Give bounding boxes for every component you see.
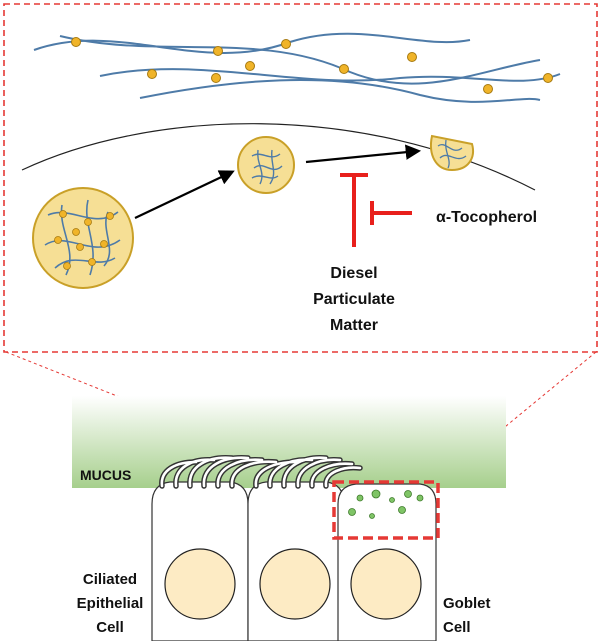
exocytosing-granule xyxy=(430,134,474,172)
tocopherol-inhibition-symbol xyxy=(370,201,412,225)
zoom-inset: α-Tocopherol Diesel Particulate Matter xyxy=(3,3,598,353)
secreted-mucin-network xyxy=(33,32,561,103)
ciliated-label-line1: Ciliated xyxy=(83,571,137,588)
condensed-mucin-granule xyxy=(237,136,295,194)
arrow-condensed-to-membrane xyxy=(305,144,422,164)
large-mucin-granule xyxy=(32,187,134,289)
mucus-layer xyxy=(72,396,506,488)
mucin-bead xyxy=(211,73,221,83)
mucin-bead xyxy=(147,69,157,79)
mucin-bead xyxy=(483,84,493,94)
epithelium: MUCUS xyxy=(72,396,506,641)
ciliated-cell-2 xyxy=(247,481,345,641)
mucin-strand xyxy=(99,68,561,82)
mucin-bead xyxy=(245,61,255,71)
cilia-highlight xyxy=(160,456,362,488)
goblet-granules xyxy=(348,489,424,519)
nucleus xyxy=(350,548,422,620)
ciliated-label-line2: Epithelial xyxy=(77,595,144,612)
nucleus xyxy=(164,548,236,620)
mucin-bead xyxy=(543,73,553,83)
dpm-label-line3: Matter xyxy=(330,317,378,334)
mucin-bead xyxy=(281,39,291,49)
zoom-source-box xyxy=(332,480,440,540)
nucleus xyxy=(259,548,331,620)
mucin-bead xyxy=(339,64,349,74)
dpm-inhibition-symbol xyxy=(340,173,368,247)
goblet-cell xyxy=(337,483,437,641)
goblet-label-line1: Goblet xyxy=(443,595,491,612)
mucin-bead xyxy=(213,46,223,56)
mucus-label: MUCUS xyxy=(80,467,131,483)
ciliated-cell-1 xyxy=(151,481,249,641)
dpm-label-line2: Particulate xyxy=(313,291,395,308)
goblet-label-line2: Cell xyxy=(443,619,471,636)
dpm-label-line1: Diesel xyxy=(330,265,377,282)
mucin-bead xyxy=(407,52,417,62)
mucin-strand xyxy=(139,79,541,103)
alpha-tocopherol-label: α-Tocopherol xyxy=(436,209,537,226)
mucin-beads xyxy=(71,37,553,94)
mucin-bead xyxy=(71,37,81,47)
ciliated-label-line3: Cell xyxy=(96,619,124,636)
arrow-granule-to-condensed xyxy=(134,170,235,219)
